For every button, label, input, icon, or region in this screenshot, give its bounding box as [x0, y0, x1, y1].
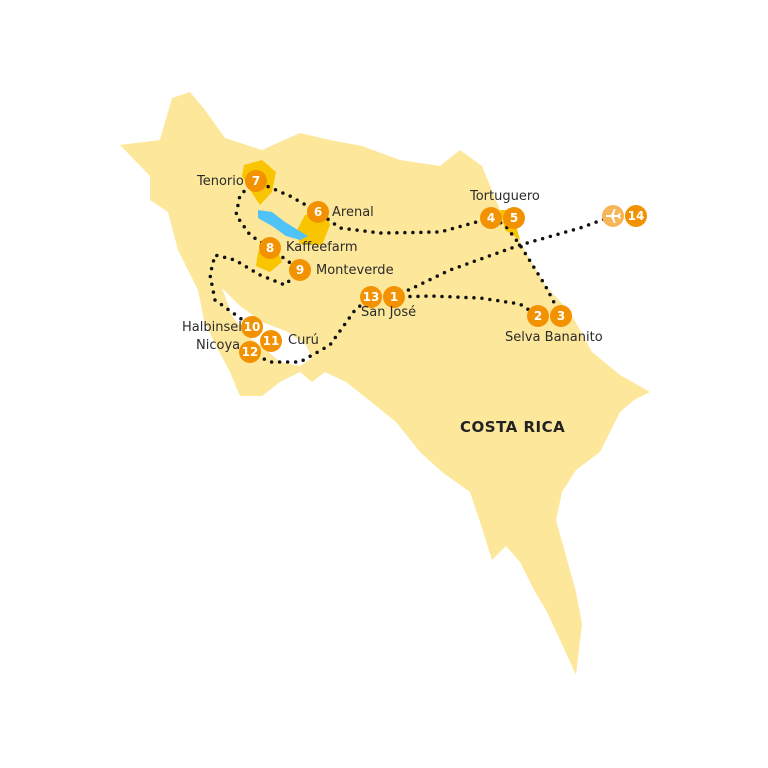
stop-marker-7[interactable]: 7	[245, 170, 267, 192]
stop-marker-4[interactable]: 4	[480, 207, 502, 229]
stop-marker-5[interactable]: 5	[503, 207, 525, 229]
label-kaffeefarm: Kaffeefarm	[286, 240, 358, 255]
airplane-glyph-icon	[606, 209, 621, 223]
costa-rica-land	[120, 92, 650, 675]
stop-marker-3[interactable]: 3	[550, 305, 572, 327]
label-curu: Curú	[288, 333, 319, 348]
label-halbinsel: Halbinsel	[182, 320, 242, 335]
stop-marker-2[interactable]: 2	[527, 305, 549, 327]
label-nicoya: Nicoya	[196, 338, 241, 353]
stop-marker-8[interactable]: 8	[259, 237, 281, 259]
stop-marker-11[interactable]: 11	[260, 330, 282, 352]
label-selva-bananito: Selva Bananito	[505, 330, 603, 345]
gulf-of-nicoya	[222, 288, 312, 366]
stop-marker-12[interactable]: 12	[239, 341, 261, 363]
label-arenal: Arenal	[332, 205, 374, 220]
lake-arenal	[258, 210, 308, 240]
label-san-jose: San José	[361, 305, 417, 320]
label-monteverde: Monteverde	[316, 263, 394, 278]
stop-marker-1[interactable]: 1	[383, 286, 405, 308]
country-label: COSTA RICA	[460, 418, 566, 436]
label-tortuguero: Tortuguero	[470, 189, 540, 204]
stop-marker-9[interactable]: 9	[289, 259, 311, 281]
airplane-icon[interactable]	[602, 205, 624, 227]
stop-marker-14[interactable]: 14	[625, 205, 647, 227]
stop-marker-10[interactable]: 10	[241, 316, 263, 338]
stop-marker-6[interactable]: 6	[307, 201, 329, 223]
label-tenorio: Tenorio	[197, 174, 244, 189]
stop-marker-13[interactable]: 13	[360, 286, 382, 308]
